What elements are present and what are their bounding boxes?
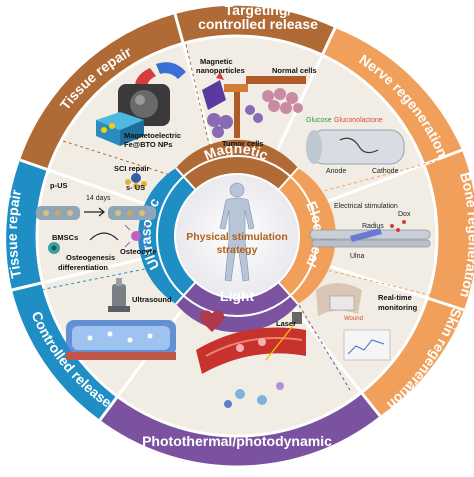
label-realtime-l1: Real-time <box>378 293 412 302</box>
label-ultrasound: Ultrasound <box>132 295 172 304</box>
label-osteogenesis-l1: Osteogenesis <box>66 253 115 262</box>
outer-label-targeting-l2: controlled release <box>198 16 318 32</box>
skin-patch-icon <box>316 283 362 316</box>
human-body-icon <box>219 182 255 282</box>
label-magnetic-nanoparticles-l1: Magnetic <box>200 57 233 66</box>
label-anode: Anode <box>326 168 346 175</box>
osteocyte-icon <box>124 224 148 248</box>
ultrasonic-panel: p-US s- US 14 days BMSCs Osteocyte Osteo… <box>36 181 176 360</box>
label-tumor-cells: Tumor cells <box>222 139 264 148</box>
cell-particles <box>224 382 284 408</box>
scaffold-block-icon <box>96 112 144 130</box>
light-dividers <box>289 289 351 391</box>
biofuel-cell-icon <box>306 129 405 165</box>
arrow-icon <box>84 207 105 217</box>
targeting-device-icon <box>202 72 306 138</box>
hydrogel-release-icon <box>66 320 176 360</box>
laser-device-icon <box>292 312 302 324</box>
electrical-panel: Glucose Gluconolactone Anode Cathode Ele… <box>306 117 431 361</box>
normal-cells-cluster <box>262 88 303 114</box>
label-laser: Laser <box>276 319 296 328</box>
magnetic-panel: Magnetic nanoparticles Normal cells Tumo… <box>96 57 317 189</box>
label-gluconolactone: Gluconolactone <box>334 117 383 124</box>
sci-repair-icon <box>125 173 147 189</box>
scaffold-strip-left <box>36 206 80 220</box>
label-14-days: 14 days <box>86 195 111 202</box>
label-sci-repair: SCI repair <box>114 164 150 173</box>
label-magnetoelectric-l2: Fe@BTO NPs <box>124 140 172 149</box>
heart-icon <box>199 310 225 332</box>
label-osteocyte: Osteocyte <box>120 247 156 256</box>
label-cathode: Cathode <box>372 168 399 175</box>
label-bmscs: BMSCs <box>52 233 78 242</box>
svg-text:Tissue repair: Tissue repair <box>4 188 25 280</box>
tumor-cells-cluster <box>207 105 263 138</box>
label-radius: Radius <box>362 223 384 230</box>
svg-text:Magnetic: Magnetic <box>202 140 271 163</box>
label-electrical-stimulation: Electrical stimulation <box>334 203 398 210</box>
label-realtime-l2: monitoring <box>378 303 418 312</box>
content-disk-border <box>35 34 439 438</box>
light-panel: Laser <box>196 310 306 408</box>
outer-label-photothermal: Photothermal/photodynamic <box>142 433 332 449</box>
inner-label-magnetic: Magnetic <box>202 140 271 163</box>
outer-label-tissue-repair-left: Tissue repair <box>4 188 25 280</box>
label-ulna: Ulna <box>350 253 365 260</box>
monitoring-chart-icon <box>343 329 391 361</box>
outer-label-targeting-l1: Targeting/ <box>225 2 292 18</box>
label-p-us: p-US <box>50 181 68 190</box>
label-normal-cells: Normal cells <box>272 66 317 75</box>
ultrasound-probe-icon <box>108 278 130 312</box>
label-magnetoelectric-l1: Magnetoelectric <box>124 131 181 140</box>
label-osteogenesis-l2: differentiation <box>58 263 108 272</box>
label-glucose: Glucose <box>306 117 332 124</box>
scaffold-strip-right <box>108 206 156 220</box>
label-s-us: s- US <box>126 183 145 192</box>
laser-beam-icon <box>265 321 297 361</box>
label-magnetic-nanoparticles-l2: nanoparticles <box>196 66 245 75</box>
label-wound: Wound <box>344 316 363 322</box>
curved-arrow-icon <box>89 232 119 241</box>
blood-vessel-icon <box>196 327 306 374</box>
label-dox: Dox <box>398 211 411 218</box>
bone-implant-icon <box>309 220 431 248</box>
inner-label-light: Light <box>220 288 255 304</box>
center-title-line2: strategy <box>217 244 258 256</box>
center-title-line1: Physical stimulation <box>186 231 288 243</box>
